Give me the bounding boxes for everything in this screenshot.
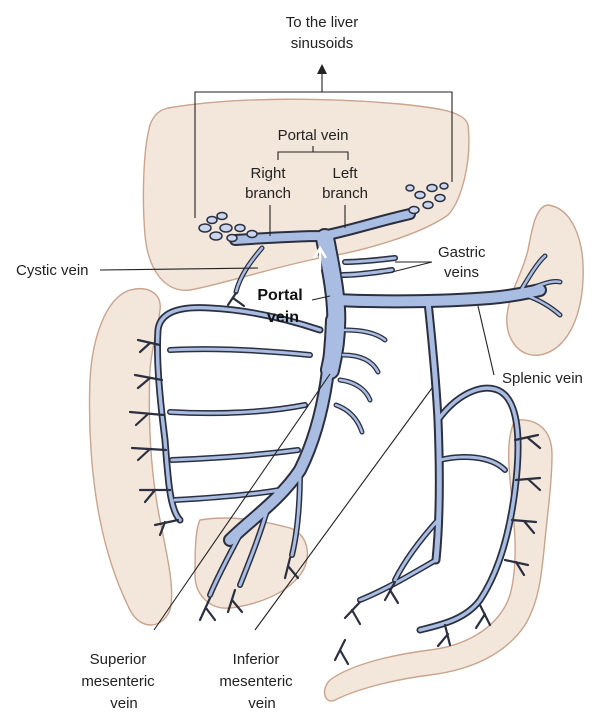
- label-portal-vein-top: Portal vein: [278, 127, 349, 144]
- label-right-branch-line1: Right: [250, 165, 286, 182]
- label-to-liver-line1: To the liver: [286, 14, 359, 31]
- label-superior-mesenteric-line3: vein: [110, 695, 138, 712]
- arrow-up-icon: [317, 64, 327, 74]
- label-gastric-veins-line2: veins: [444, 264, 479, 281]
- label-gastric-veins-line1: Gastric: [438, 244, 486, 261]
- label-right-branch-line2: branch: [245, 185, 291, 202]
- label-superior-mesenteric-line2: mesenteric: [81, 673, 155, 690]
- label-to-liver-line2: sinusoids: [291, 35, 354, 52]
- label-inferior-mesenteric-line2: mesenteric: [219, 673, 293, 690]
- label-inferior-mesenteric-line1: Inferior: [233, 651, 280, 668]
- label-cystic-vein: Cystic vein: [16, 262, 89, 279]
- label-inferior-mesenteric-line3: vein: [248, 695, 276, 712]
- spleen: [507, 205, 583, 355]
- label-splenic-vein: Splenic vein: [502, 370, 583, 387]
- label-left-branch-line2: branch: [322, 185, 368, 202]
- label-left-branch-line1: Left: [332, 165, 358, 182]
- label-superior-mesenteric-line1: Superior: [90, 651, 147, 668]
- label-portal-vein-center-line1: Portal: [257, 287, 302, 304]
- label-portal-vein-center-line2: vein: [267, 309, 299, 326]
